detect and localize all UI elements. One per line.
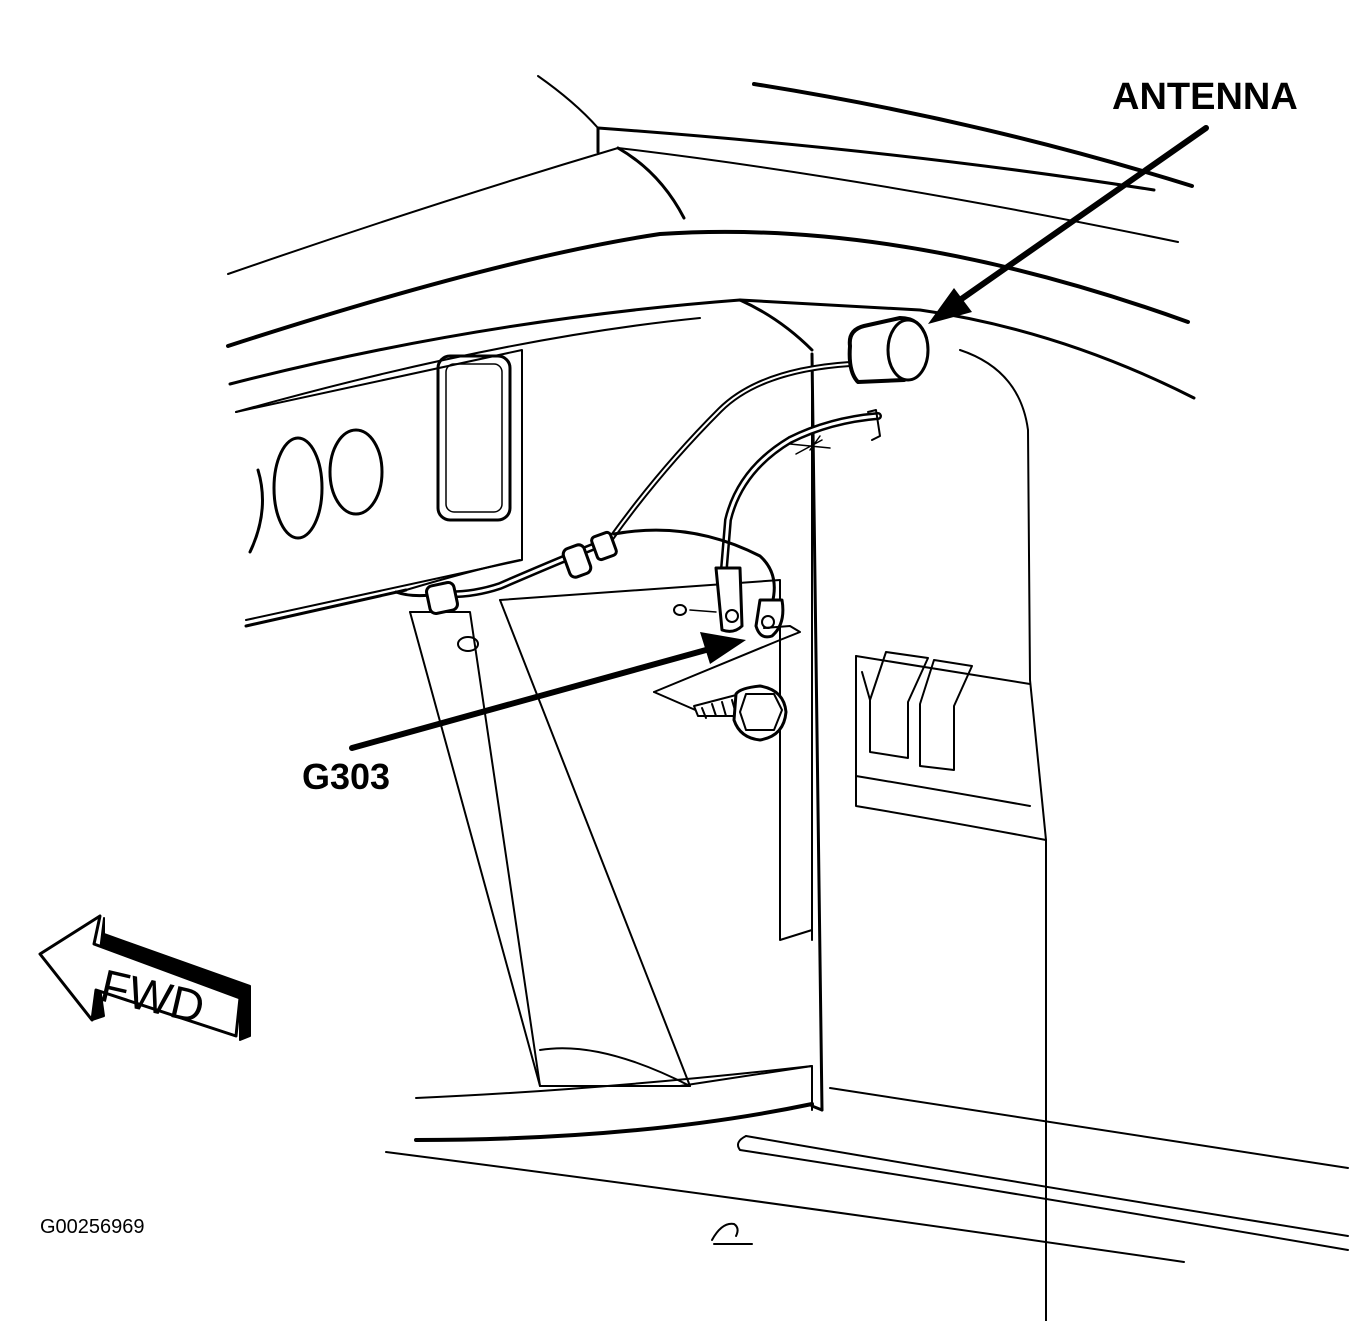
antenna-leader-arrow: [928, 125, 1209, 324]
lower-bracket: [409, 389, 813, 1111]
g303-leader-arrow: [349, 632, 746, 751]
pillar: [810, 349, 1047, 1321]
ground-bolt: [653, 625, 801, 742]
antenna-cable: [394, 361, 853, 615]
figure-id: G00256969: [40, 1216, 145, 1238]
ground-strap: [612, 409, 882, 639]
floor-lines: [385, 1065, 1349, 1263]
roof-lines: [226, 75, 1196, 413]
g303-callout-label: G303: [302, 756, 391, 797]
rear-panel: [235, 349, 523, 628]
retainer-clips: [861, 651, 973, 771]
antenna-base: [847, 316, 930, 384]
fwd-arrow-icon: FWD: [38, 914, 251, 1041]
antenna-callout-label: ANTENNA: [1112, 76, 1298, 118]
